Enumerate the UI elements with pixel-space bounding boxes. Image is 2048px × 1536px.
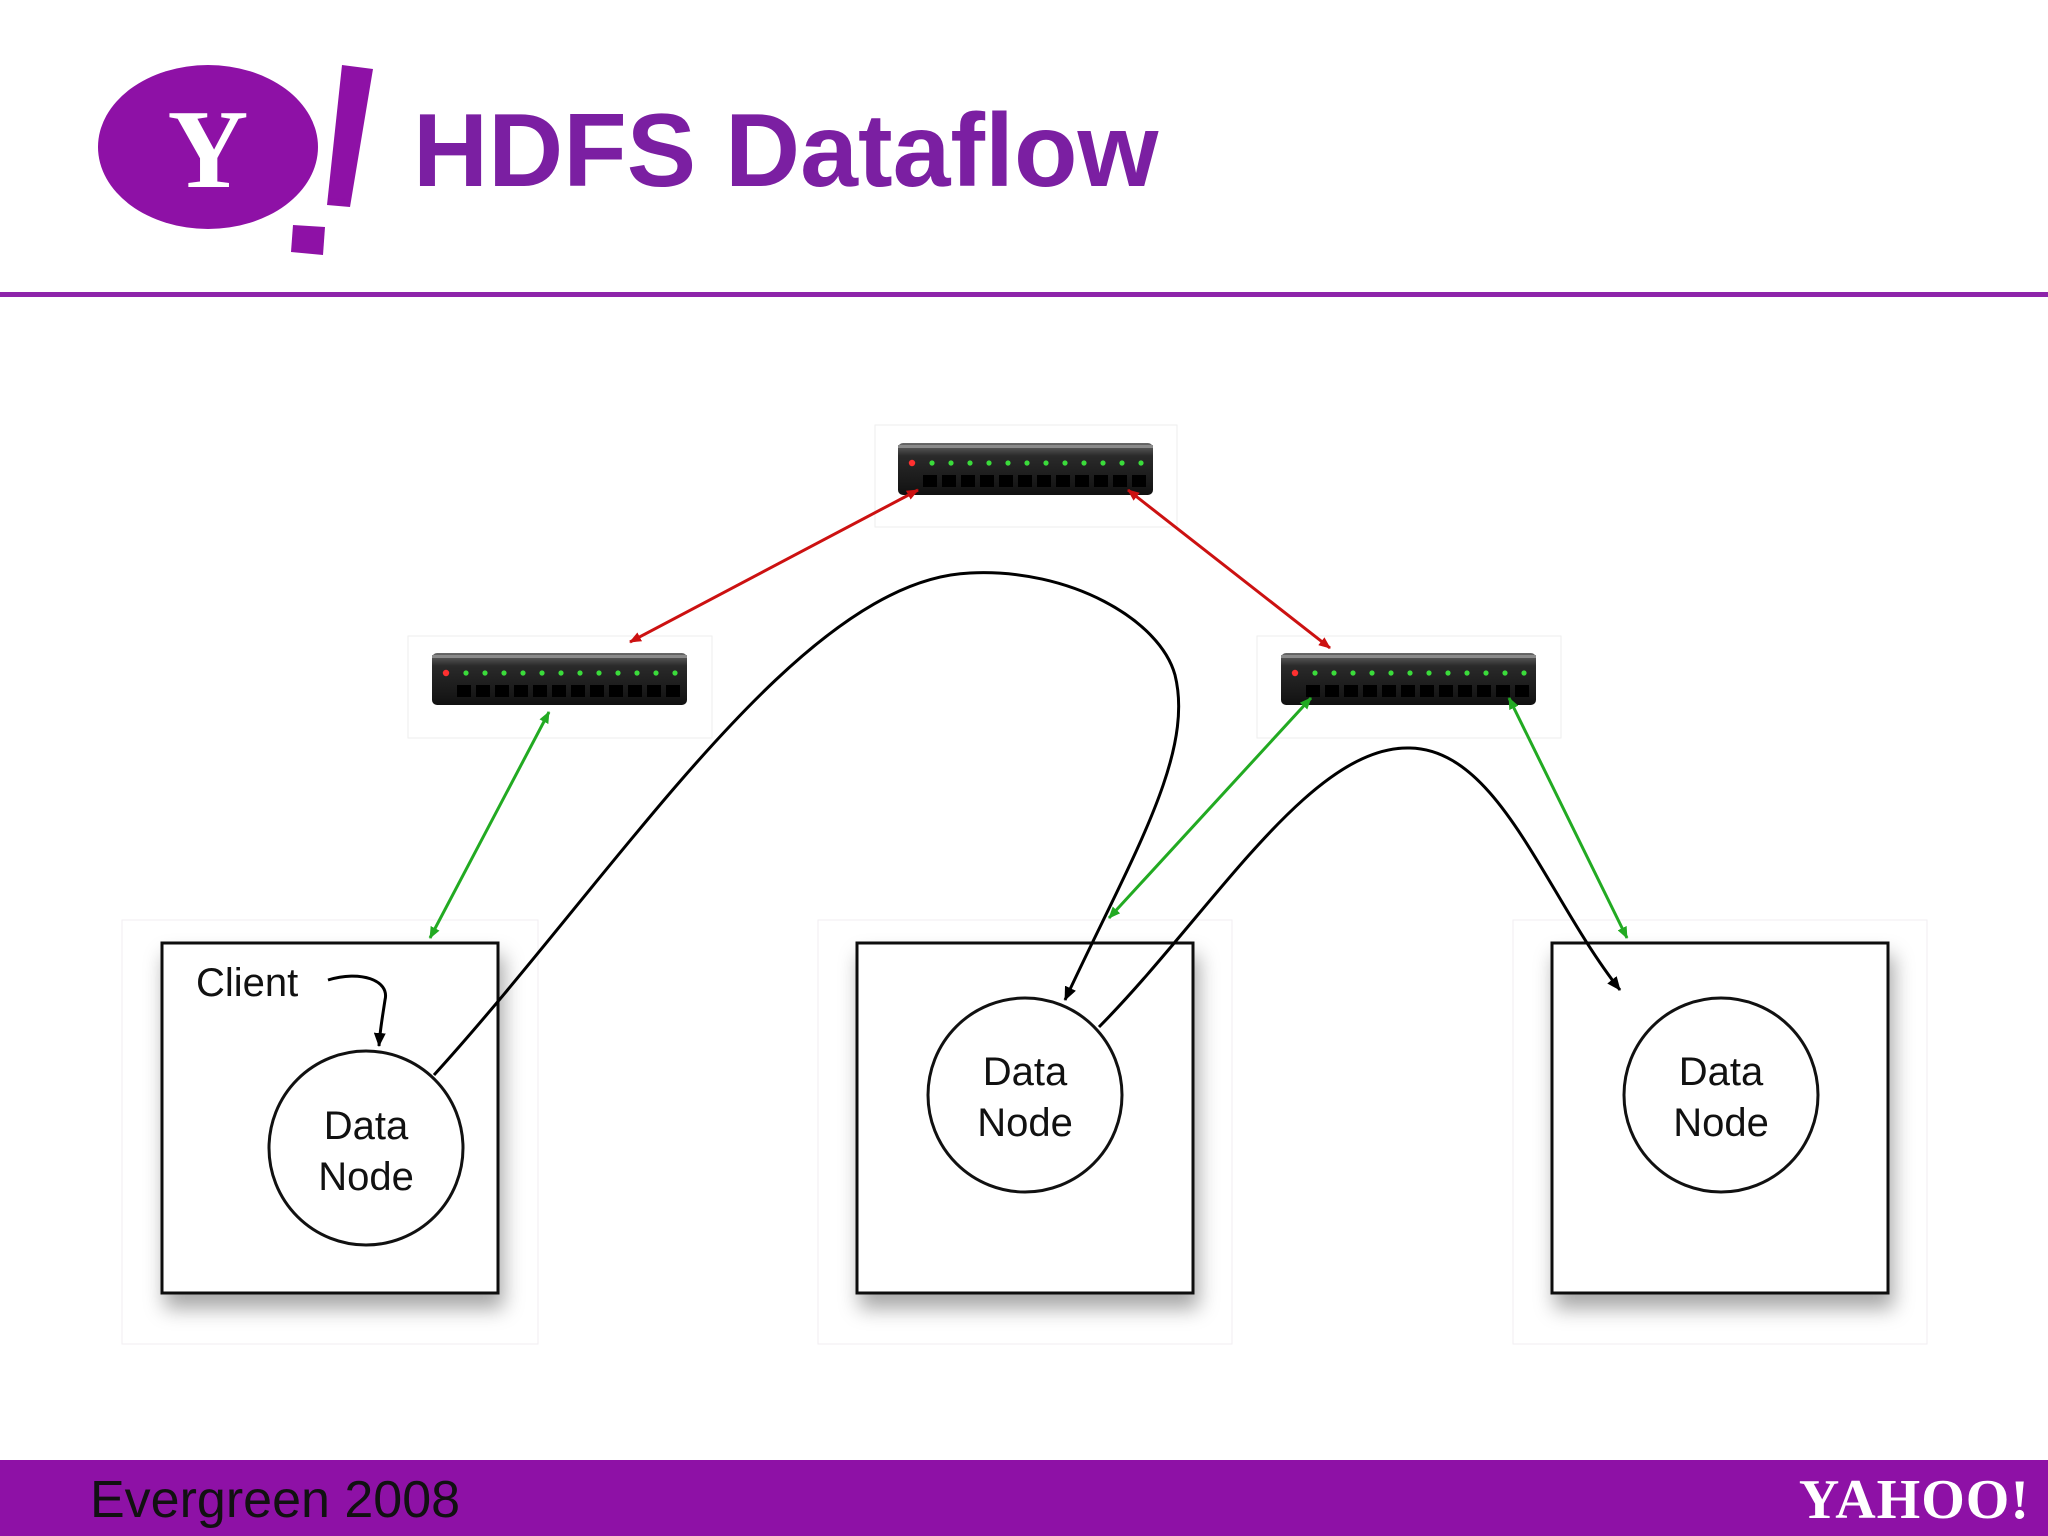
- network-switch-icon: [1281, 653, 1536, 705]
- data-node-client-label-line2: Node: [318, 1155, 414, 1199]
- data-node-client-label-line1: Data: [324, 1104, 409, 1148]
- link-left-switch-to-client: [428, 711, 551, 939]
- link-core-to-right-switch: [1127, 488, 1331, 650]
- page-title: HDFS Dataflow: [413, 93, 1159, 209]
- data-path-client-to-middle: [432, 571, 1181, 1077]
- data-node-right: [1622, 996, 1820, 1194]
- data-node-right-label-line2: Node: [1673, 1101, 1769, 1145]
- client-label-arrow: [327, 974, 387, 1047]
- data-node-middle-label-line2: Node: [977, 1101, 1073, 1145]
- yahoo-footer-logo: YAHOO!: [1798, 1469, 2030, 1531]
- link-right-switch-to-right-node: [1507, 697, 1629, 939]
- yahoo-logo: Y TM: [98, 65, 373, 255]
- link-core-to-left-switch: [629, 488, 919, 644]
- link-right-switch-to-middle-node: [1107, 696, 1313, 920]
- data-node-middle: [926, 996, 1124, 1194]
- data-path-middle-to-right: [1097, 746, 1622, 1029]
- data-node-middle-label-line1: Data: [983, 1050, 1068, 1094]
- footer-bar: Evergreen 2008 YAHOO!: [0, 1460, 2048, 1536]
- data-node-client: [267, 1049, 465, 1247]
- hdfs-dataflow-diagram: Client Data Node Data Node Data Node: [121, 424, 1928, 1345]
- client-label: Client: [196, 961, 298, 1005]
- yahoo-logo-letter: Y: [168, 88, 249, 212]
- yahoo-logo-tm: TM: [329, 196, 345, 208]
- network-switch-icon: [432, 653, 687, 705]
- network-switch-icon: [898, 443, 1153, 495]
- data-node-right-label-line1: Data: [1679, 1050, 1764, 1094]
- footer-text: Evergreen 2008: [90, 1471, 461, 1529]
- title-divider: [0, 292, 2048, 297]
